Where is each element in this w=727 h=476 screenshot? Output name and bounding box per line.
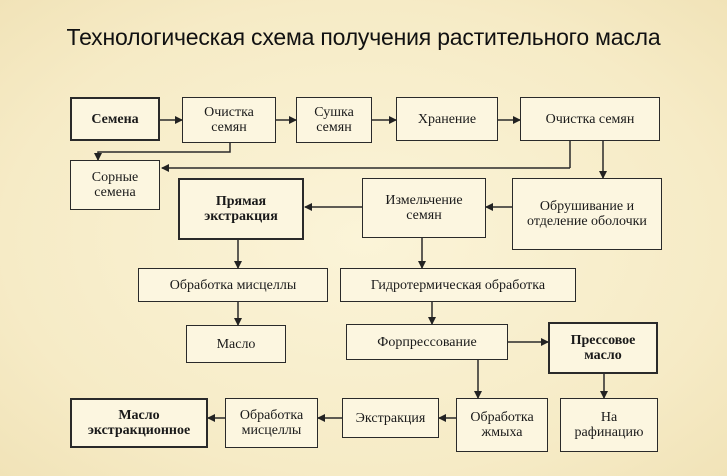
page-title: Технологическая схема получения растител…	[66, 24, 661, 50]
box-seed-drying: Сушка семян	[296, 97, 372, 143]
box-weed-seeds: Сорные семена	[70, 160, 160, 210]
box-press-oil: Прессовое масло	[548, 322, 658, 374]
box-seeds: Семена	[70, 97, 160, 141]
box-hydrothermal-processing: Гидротермическая обработка	[340, 268, 576, 302]
box-oil: Масло	[186, 325, 286, 363]
box-miscella-processing-2: Обработка мисцеллы	[225, 398, 318, 448]
box-seed-cleaning-2: Очистка семян	[520, 97, 660, 141]
box-seed-cleaning: Очистка семян	[182, 97, 276, 143]
box-to-refining: На рафинацию	[560, 398, 658, 452]
box-miscella-processing: Обработка мисцеллы	[138, 268, 328, 302]
box-forpressing: Форпрессование	[346, 324, 508, 360]
box-storage: Хранение	[396, 97, 498, 141]
box-extraction: Экстракция	[342, 398, 439, 438]
box-hulling: Обрушивание и отделение оболочки	[512, 178, 662, 250]
box-extracted-oil: Масло экстракционное	[70, 398, 208, 448]
box-seed-grinding: Измельчение семян	[362, 178, 486, 238]
box-cake-processing: Обработка жмыха	[456, 398, 548, 452]
box-direct-extraction: Прямая экстракция	[178, 178, 304, 240]
arrow-to-weed-seeds	[94, 142, 231, 161]
